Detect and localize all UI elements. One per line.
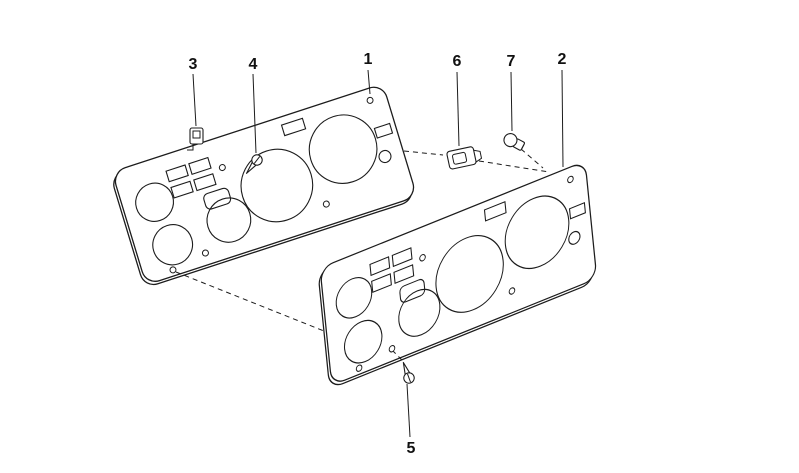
- leader-line-5: [406, 383, 411, 438]
- clip-part: [187, 127, 204, 151]
- callout-3: 3: [189, 56, 198, 73]
- callout-1: 1: [364, 51, 373, 68]
- assembly-dashed-line-left: [175, 271, 325, 332]
- bulb-socket-part: [446, 146, 483, 170]
- leader-line-7: [510, 71, 513, 132]
- callout-6: 6: [453, 53, 462, 70]
- screw-part-4: [245, 154, 263, 174]
- clip-body: [189, 127, 204, 145]
- callout-5: 5: [407, 440, 416, 457]
- clip-tab: [187, 144, 194, 151]
- assembly-dashed-line-socket-right: [478, 160, 550, 173]
- leader-line-6: [456, 71, 460, 147]
- assembly-dashed-line-bulb: [520, 148, 544, 169]
- socket-flange: [473, 149, 483, 163]
- screw-slot: [406, 373, 412, 383]
- screw-part-5: [402, 361, 415, 384]
- bulb-part: [503, 133, 525, 151]
- callout-7: 7: [507, 53, 516, 70]
- assembly-dashed-line-socket-left: [403, 150, 444, 156]
- leader-line-1: [367, 69, 371, 95]
- callout-2: 2: [558, 51, 567, 68]
- callout-4: 4: [249, 56, 258, 73]
- socket-body: [446, 146, 477, 170]
- leader-line-2: [561, 69, 564, 168]
- screw-slot: [253, 156, 261, 164]
- assembly-dashed-line-screw: [392, 350, 403, 361]
- socket-opening: [452, 151, 468, 165]
- clip-slot: [192, 130, 201, 139]
- leader-line-4: [252, 73, 257, 154]
- bulb-contact: [521, 144, 525, 150]
- leader-line-3: [192, 73, 197, 127]
- bulb-glass: [503, 133, 518, 148]
